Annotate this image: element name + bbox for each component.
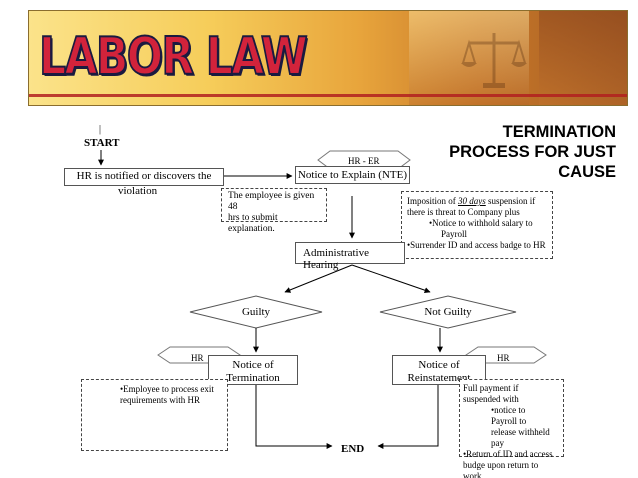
start-tick: | xyxy=(99,124,102,135)
suspension-days: 30 days xyxy=(458,196,486,206)
box-line: Termination xyxy=(226,372,280,384)
note-bullet: •notice to xyxy=(491,405,526,415)
note-text: Imposition of xyxy=(407,196,458,206)
violation-label: violation xyxy=(118,185,158,197)
suspension-note: Imposition of 30 days suspension if ther… xyxy=(401,191,553,259)
note-line: Payroll xyxy=(441,229,467,239)
note-line: suspended with xyxy=(463,394,519,404)
page-title-line: PROCESS FOR JUST xyxy=(449,143,616,161)
note-line: requirements with HR xyxy=(120,395,200,405)
page-title-line: TERMINATION xyxy=(502,123,616,141)
hr-right-tag: HR xyxy=(497,353,510,363)
arrow-termination-to-end xyxy=(255,385,333,449)
note-line: The employee is given 48 xyxy=(228,191,315,212)
banner-rule xyxy=(29,94,627,97)
note-bullet: •Notice to withhold salary to xyxy=(429,218,533,228)
note-line: Imposition of 30 days suspension if xyxy=(407,196,547,207)
note-bullet: •Employee to process exit xyxy=(120,384,214,394)
banner: LABOR LAW xyxy=(28,10,628,106)
full-payment-note: Full payment if suspended with •notice t… xyxy=(459,379,564,478)
nte-box: Notice to Explain (NTE) xyxy=(295,166,410,184)
note-line: release withheld xyxy=(491,427,550,437)
not-guilty-label: Not Guilty xyxy=(424,306,472,318)
note-line: there is threat to Company plus xyxy=(407,207,520,217)
note-line: Payroll to xyxy=(491,416,527,426)
note-line: budge upon return to xyxy=(463,460,539,470)
box-line: Notice of xyxy=(232,359,274,371)
explanation-note: The employee is given 48 hrs to submit e… xyxy=(221,188,327,234)
note-line: pay xyxy=(491,438,504,448)
banner-decoration xyxy=(409,11,529,105)
end-label: END xyxy=(341,443,365,455)
page-title-line: CAUSE xyxy=(558,163,616,181)
note-line: hrs to submit explanation. xyxy=(228,213,278,234)
hr-left-tag: HR xyxy=(191,353,204,363)
scales-of-justice-icon xyxy=(461,33,527,88)
note-text: suspension if xyxy=(485,196,536,206)
hr-notified-box: HR is notified or discovers the xyxy=(64,168,224,186)
exit-requirements-note: •Employee to process exit requirements w… xyxy=(81,379,228,451)
hr-er-tag: HR - ER xyxy=(348,156,380,166)
note-bullet: •Return of ID and access xyxy=(463,449,553,459)
hearing-box: Administrative Hearing xyxy=(295,242,405,271)
note-bullet: •Surrender ID and access badge to HR xyxy=(407,240,546,250)
note-line: work xyxy=(463,471,482,478)
banner-decoration xyxy=(539,11,627,105)
arrow-reinstatement-to-end xyxy=(377,385,439,449)
guilty-label: Guilty xyxy=(241,306,271,318)
note-line: Full payment if xyxy=(463,383,519,393)
box-line: Reinstatement xyxy=(407,372,471,384)
box-line: Notice of xyxy=(418,359,460,371)
start-label: START xyxy=(84,137,120,149)
banner-title: LABOR LAW xyxy=(38,26,308,88)
page-title: TERMINATION PROCESS FOR JUST CAUSE xyxy=(416,122,616,182)
branch-right xyxy=(351,264,431,294)
